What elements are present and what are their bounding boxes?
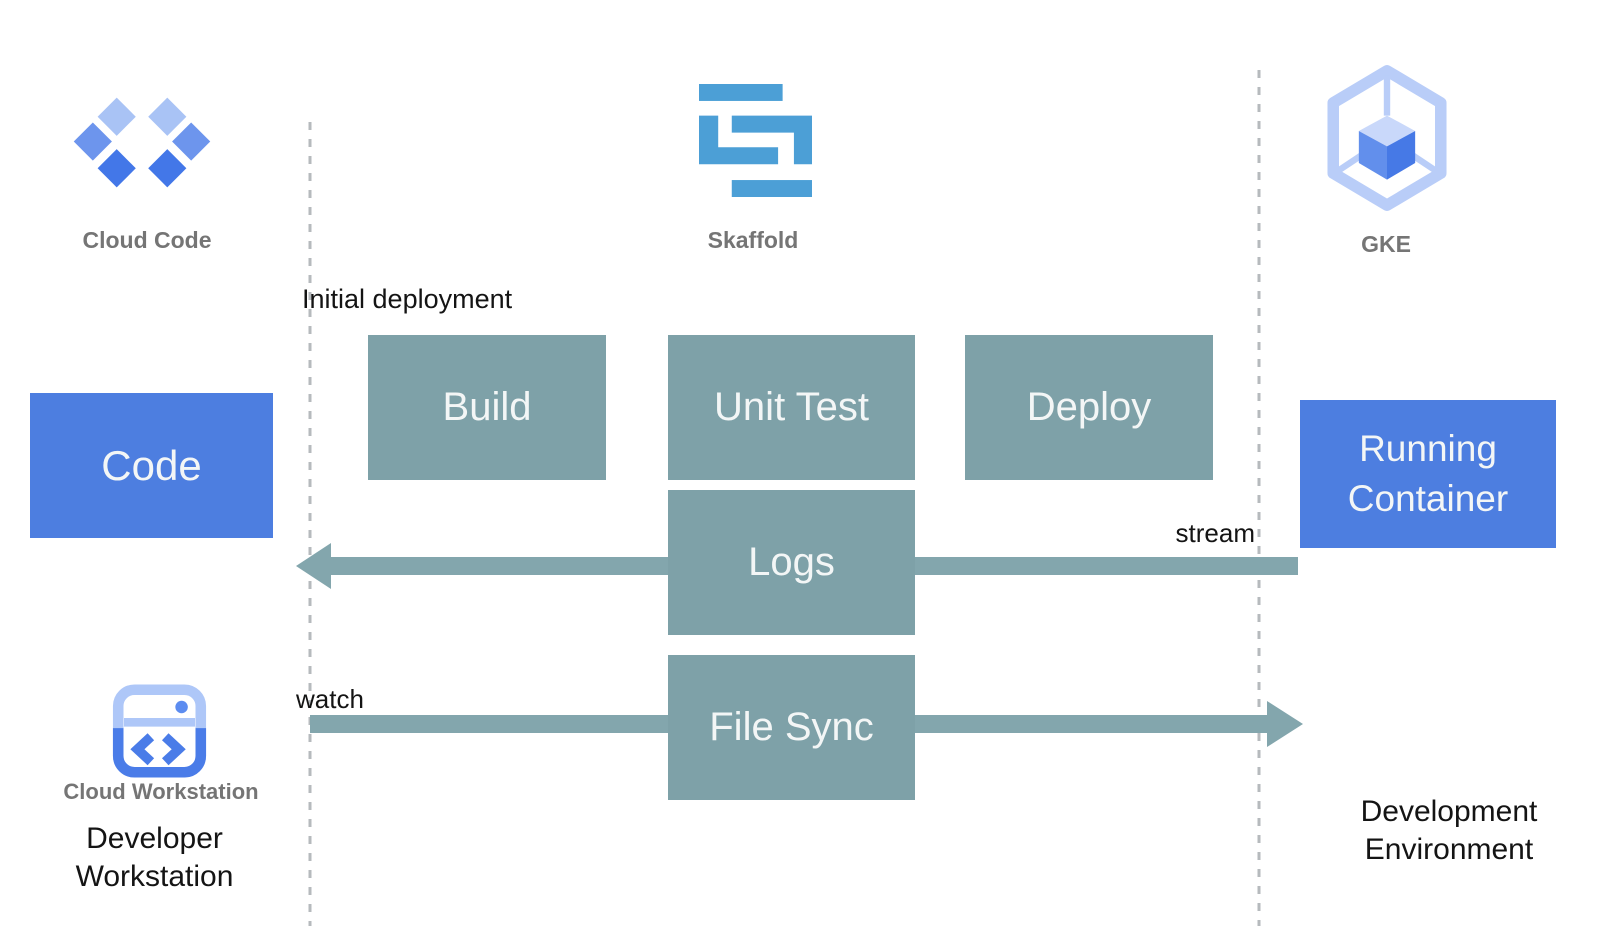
watch-label: watch (296, 684, 364, 714)
running-container-box-label: Running Container (1347, 428, 1509, 519)
initial-deployment-label: Initial deployment (302, 284, 513, 314)
developer-workstation-caption: Developer Workstation (75, 822, 234, 894)
unit-test-box-label: Unit Test (714, 385, 869, 429)
deploy-box: Deploy (965, 335, 1213, 480)
stream-label: stream (1175, 518, 1255, 548)
build-box-label: Build (442, 385, 532, 429)
development-environment-caption: Development Environment (1360, 795, 1538, 867)
right-arrowhead-icon (1267, 701, 1303, 747)
unit-test-box: Unit Test (668, 335, 915, 480)
cloud-workstation-label: Cloud Workstation (63, 779, 259, 804)
left-arrowhead-icon (296, 543, 331, 589)
gke-icon (1327, 65, 1447, 211)
running-container-box: Running Container (1300, 400, 1556, 548)
cloud-code-icon (73, 97, 211, 188)
skaffold-label: Skaffold (707, 227, 799, 253)
file-sync-box-label: File Sync (709, 705, 874, 749)
logs-box-label: Logs (748, 540, 835, 584)
code-box: Code (30, 393, 273, 538)
cloud-workstation-icon (112, 684, 207, 778)
code-box-label: Code (101, 441, 202, 489)
deploy-box-label: Deploy (1026, 385, 1152, 429)
logs-box: Logs (668, 490, 915, 635)
build-box: Build (368, 335, 606, 480)
file-sync-box: File Sync (668, 655, 915, 800)
skaffold-icon (699, 84, 812, 197)
cloud-code-label: Cloud Code (82, 227, 212, 253)
gke-label: GKE (1361, 231, 1411, 257)
